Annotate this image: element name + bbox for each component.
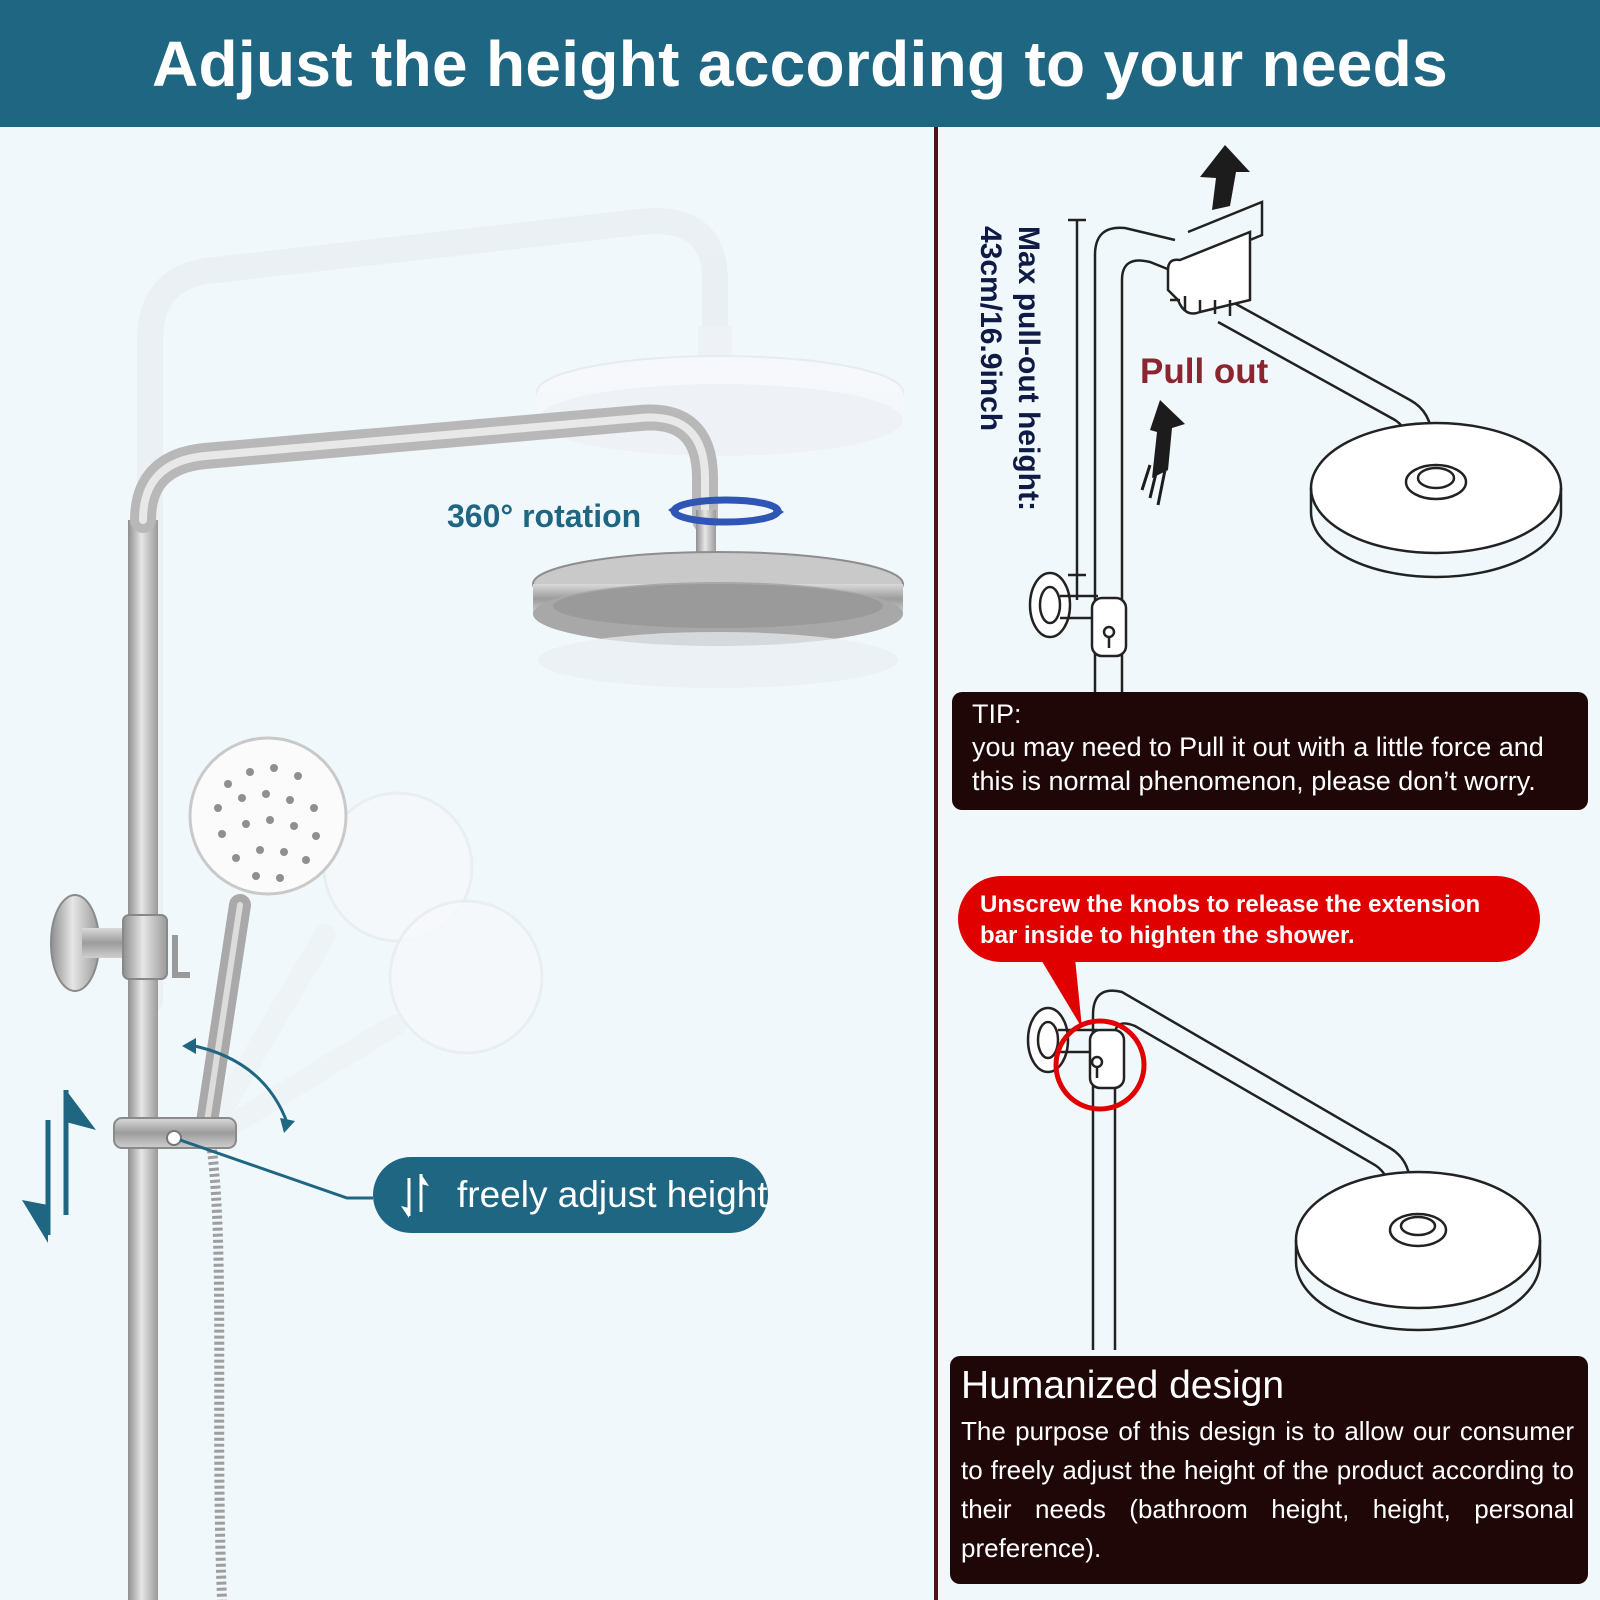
tip-body: you may need to Pull it out with a littl… [972,732,1544,796]
humanized-body: The purpose of this design is to allow o… [961,1416,1574,1563]
rain-shower-head [532,551,904,688]
rotation-arrows-icon [668,496,784,526]
knob-highlight-icon [1040,958,1147,1112]
pullout-diagram [1028,200,1563,692]
swing-arc-icon [182,1038,295,1133]
slide-bracket [113,1117,237,1600]
tip-title: TIP: [972,699,1022,729]
ghost-hand-shower-1 [199,791,474,1141]
banner-title: Adjust the height according to your need… [152,27,1448,100]
knob-diagram [1026,989,1542,1350]
humanized-title: Humanized design [961,1364,1285,1407]
knob-callout: Unscrew the knobs to release the extensi… [958,876,1540,962]
hand-shower [188,736,348,1146]
tip-box: TIP: you may need to Pull it out with a … [952,692,1588,810]
panel-divider [934,127,938,1600]
max-pullout-line2: 43cm/16.9inch [974,226,1007,432]
ghost-hand-shower-2 [204,899,544,1146]
adjust-leader-line [179,1138,373,1200]
humanized-design-box: Humanized design The purpose of this des… [950,1356,1588,1584]
rotation-label: 360° rotation [447,498,642,534]
max-pullout-line1: Max pull-out height: [1012,226,1045,511]
pull-arrow-icon [1140,145,1250,506]
pull-out-label: Pull out [1140,352,1269,391]
up-down-arrows-icon [401,1174,429,1218]
banner: Adjust the height according to your need… [0,0,1600,127]
adjust-height-label: freely adjust height [457,1174,768,1215]
max-pullout-label: Max pull-out height: 43cm/16.9inch [971,226,1047,511]
shower-column [128,404,718,1600]
adjust-height-pill: freely adjust height [373,1157,768,1233]
up-down-arrows-icon [22,1090,96,1243]
wall-mount [50,894,190,992]
